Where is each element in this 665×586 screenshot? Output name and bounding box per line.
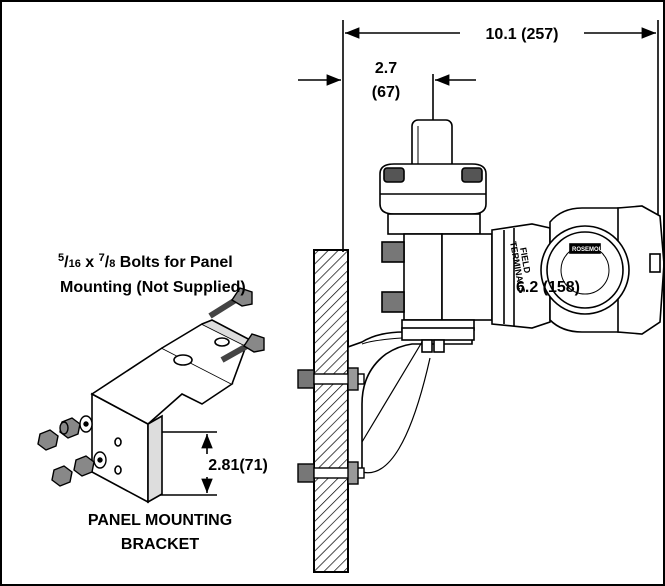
brand-label: ROSEMOUNT [572,247,611,253]
nut-1 [37,429,59,451]
housing-cover-end [617,205,663,335]
dim-overall-width: 10.1 (257) [486,26,559,43]
panel-wall [313,249,349,573]
bracket-caption-line2: BRACKET [121,536,199,553]
panel-mounting-bracket [90,319,256,504]
bolts-note-tail: Bolts for Panel [115,254,232,271]
bracket-caption-line1: PANEL MOUNTING [88,512,232,529]
panel-bolts [297,367,365,485]
module-neck [441,233,493,321]
brand-plate [569,243,601,254]
bracket-slot-hole-2 [214,337,230,347]
conduit-plug [649,253,661,273]
terminal-label-line1: FIELD [518,247,532,275]
electronics-cover [540,225,630,315]
bracket-curve [361,357,431,474]
u-bolt-nut-2 [433,339,445,353]
bolt-head-lower [381,291,405,313]
flange-top [379,163,487,215]
bracket-top-plate [401,327,475,341]
bracket-side-profile [347,331,473,475]
dim-bracket-height: 2.81(71) [208,457,268,474]
sensor-module [403,233,443,321]
bolt-head-lower-right [243,333,265,353]
bolt-shank-panel-upper [313,373,365,385]
bracket-hole-1 [114,437,122,447]
nut-4 [73,455,95,477]
bolts-size-a-den: 16 [69,258,81,270]
bolts-note-mid: x [81,254,99,271]
bolts-note-line1: 5/16 x 7/8 Bolts for Panel [58,252,233,271]
bolt-shank-panel-lower [313,467,365,479]
bolts-size-b-den: 8 [109,258,115,270]
bolt-head-upper-right [231,287,253,307]
bracket-slot-hole-1 [173,354,193,366]
exploded-fasteners [37,287,265,487]
dim-offset-line1: 2.7 [375,60,397,77]
housing-terminal-side [491,223,551,329]
u-bolt-nut [421,339,433,353]
bolts-size-a-num: 5 [58,252,64,264]
dim-offset-line2: (67) [372,84,400,101]
bolt-head-panel-upper [297,369,315,389]
transmitter [379,119,663,335]
bracket-hole-2 [114,465,122,475]
dim-bracket-right: 6.2 (158) [516,279,580,296]
flange-plate [387,213,481,235]
bolt-head-panel-lower [297,463,315,483]
mounting-bracket-side [347,327,475,475]
bolts-note-line2: Mounting (Not Supplied) [60,279,246,296]
nut-3 [51,465,73,487]
bolts-size-b-num: 7 [99,252,105,264]
bolt-head-upper [381,241,405,263]
